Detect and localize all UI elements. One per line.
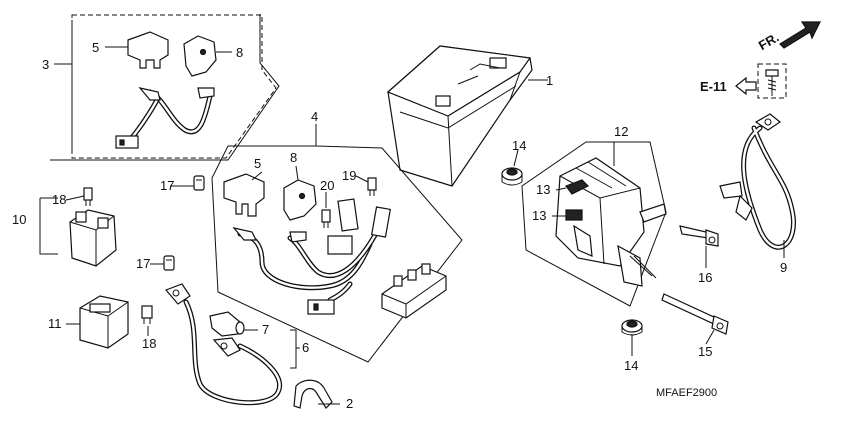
bolt-17-lower: [163, 255, 175, 271]
callout-1: 1: [546, 73, 553, 88]
callout-9: 9: [780, 260, 787, 275]
terminal-cover-8-kit4: [283, 179, 317, 221]
bolt-17-upper: [193, 175, 205, 191]
callout-20: 20: [320, 178, 334, 193]
reference-label: E-11: [700, 79, 727, 94]
terminal-cover-5-kit4: [223, 173, 265, 217]
terminal-cover-5-kit3: [127, 31, 169, 69]
clamp-2: [293, 379, 333, 409]
callout-13-lower: 13: [532, 208, 546, 223]
grommet-14-lower: [621, 319, 643, 336]
callout-11: 11: [48, 316, 62, 331]
left-arrow-icon: [735, 76, 757, 96]
bolt-15: [661, 293, 729, 335]
bolt-16: [679, 225, 719, 247]
pad-13-upper: [565, 179, 590, 195]
callout-16: 16: [698, 270, 712, 285]
callout-3: 3: [42, 57, 49, 72]
harness-kit3: [115, 87, 215, 149]
callout-13-upper: 13: [536, 182, 550, 197]
battery-case: [555, 157, 667, 287]
direction-label: FR.: [756, 30, 782, 53]
fuse-20: [321, 209, 331, 228]
leader-lines: [65, 46, 715, 405]
callout-12: 12: [614, 124, 628, 139]
callout-4: 4: [311, 109, 318, 124]
grommet-14-upper: [501, 167, 523, 186]
battery-case-boundary: [521, 141, 667, 307]
diagram-code: MFAEF2900: [656, 387, 717, 399]
kit-4-boundary: [211, 124, 463, 363]
battery: [386, 45, 548, 187]
fuse-19: [367, 177, 377, 196]
callout-18-bottom: 18: [142, 336, 156, 351]
callout-17-upper: 17: [160, 178, 174, 193]
terminal-cover-8-kit3: [183, 35, 217, 77]
battery-cable: [164, 283, 300, 406]
callout-10: 10: [12, 212, 26, 227]
fuse-holder: [79, 295, 129, 349]
arrow-up-right-icon: [779, 21, 821, 49]
starter-relay: [39, 197, 117, 267]
callout-6: 6: [302, 340, 309, 355]
kit-3-boundary: [50, 14, 280, 161]
pad-13-lower: [565, 209, 583, 221]
callout-18-top: 18: [52, 192, 66, 207]
callout-2: 2: [346, 396, 353, 411]
callout-19: 19: [342, 168, 356, 183]
boot-7: [209, 311, 245, 337]
fuse-box: [381, 263, 447, 319]
callout-5-kit4: 5: [254, 156, 261, 171]
callout-14-lower: 14: [624, 358, 638, 373]
callout-5-kit3: 5: [92, 40, 99, 55]
callout-17-lower: 17: [136, 256, 150, 271]
fuse-18-bottom: [141, 305, 153, 324]
ground-cable: [719, 113, 796, 258]
front-direction-indicator: [779, 21, 821, 49]
callout-7: 7: [262, 322, 269, 337]
callout-8-kit4: 8: [290, 150, 297, 165]
callout-15: 15: [698, 344, 712, 359]
callout-8-kit3: 8: [236, 45, 243, 60]
reference-box: [735, 63, 787, 99]
harness-kit4: [232, 198, 392, 315]
fuse-18-top: [83, 187, 93, 206]
callout-14-upper: 14: [512, 138, 526, 153]
